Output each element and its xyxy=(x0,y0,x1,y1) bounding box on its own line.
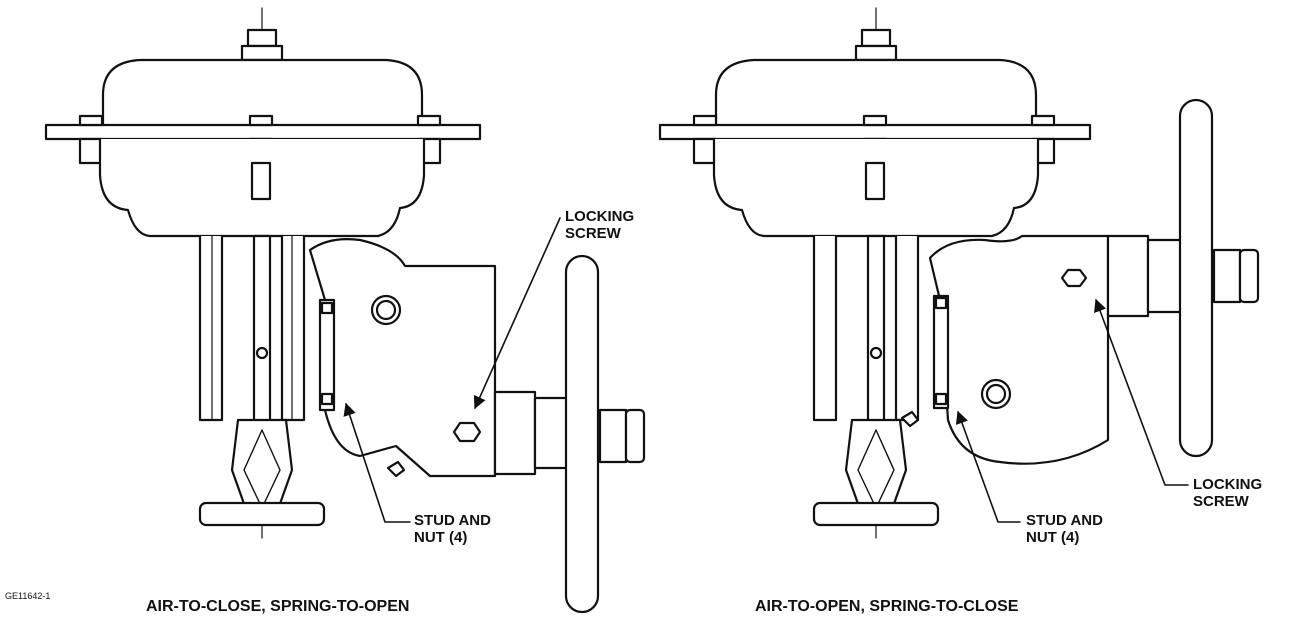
right-stud-nut-line2: NUT (4) xyxy=(1026,529,1080,546)
right-actuator-assembly xyxy=(658,7,1260,541)
right-stud-nut-leader xyxy=(955,410,1021,523)
right-casing-flange xyxy=(658,123,1092,141)
right-handwheel xyxy=(1178,98,1214,458)
right-top-nut xyxy=(860,28,892,48)
left-locking-screw-leader xyxy=(473,217,561,410)
left-stud-nut-line1: STUD AND xyxy=(414,512,491,529)
left-locking-screw-hex xyxy=(452,421,482,443)
right-locking-screw-leader xyxy=(1094,298,1189,486)
right-locking-screw-line1: LOCKING xyxy=(1193,476,1263,493)
left-locking-screw-line1: LOCKING xyxy=(565,208,635,225)
right-stud-nut-line1: STUD AND xyxy=(1026,512,1103,529)
left-stud-nut-line2: NUT (4) xyxy=(414,529,468,546)
left-top-nut xyxy=(246,28,278,48)
left-locking-screw-label: LOCKING SCREW xyxy=(565,208,634,242)
left-caption: AIR-TO-CLOSE, SPRING-TO-OPEN xyxy=(146,598,410,615)
right-stud-nut-label: STUD AND NUT (4) xyxy=(1026,512,1103,546)
drawing-id: GE11642-1 xyxy=(5,591,51,601)
left-casing-flange xyxy=(44,123,482,141)
leader-lines xyxy=(343,217,1189,523)
left-locking-screw-line2: SCREW xyxy=(565,225,621,242)
right-locking-screw-label: LOCKING SCREW xyxy=(1193,476,1262,510)
right-diaphragm-casing xyxy=(714,58,1038,127)
right-caption: AIR-TO-OPEN, SPRING-TO-CLOSE xyxy=(755,598,1019,615)
left-stud-nut-leader xyxy=(343,402,411,523)
left-diaphragm-casing xyxy=(101,58,424,127)
right-locking-screw-hex xyxy=(1060,268,1088,288)
left-actuator-assembly xyxy=(44,7,646,614)
left-handwheel xyxy=(564,254,600,614)
left-stud-nut-label: STUD AND NUT (4) xyxy=(414,512,491,546)
right-locking-screw-line2: SCREW xyxy=(1193,493,1249,510)
